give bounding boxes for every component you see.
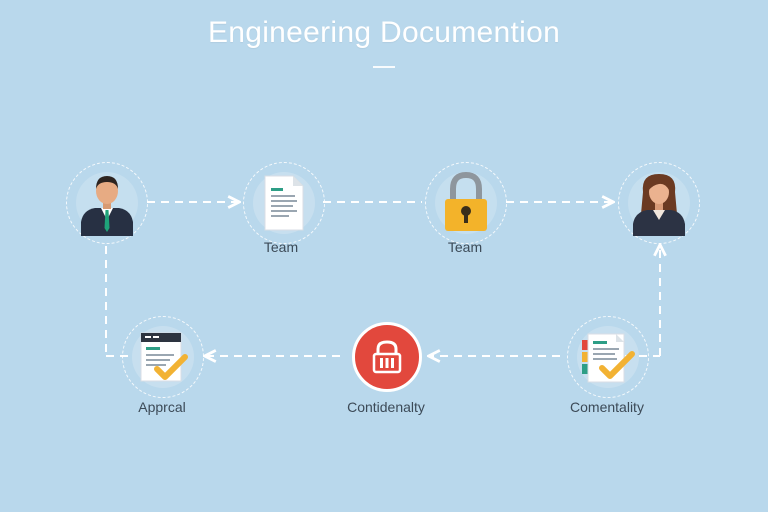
node-label-team-document: Team [263, 239, 299, 255]
node-commentality[interactable] [567, 316, 649, 398]
checklist-icon [582, 333, 635, 383]
padlock-icon [445, 171, 487, 231]
woman-avatar-icon [633, 174, 685, 236]
man-avatar-icon [81, 176, 133, 236]
node-team-lock[interactable] [425, 162, 507, 244]
red-lock-icon [372, 340, 402, 374]
node-team-document[interactable] [243, 162, 325, 244]
node-label-commentality: Comentality [570, 399, 644, 415]
node-engineer[interactable] [66, 162, 148, 244]
node-confidentiality[interactable] [346, 316, 428, 398]
node-label-approval: Apprcal [138, 399, 186, 415]
node-reviewer[interactable] [618, 162, 700, 244]
document-icon [264, 175, 304, 231]
diagram-title: Engineering Documention [207, 16, 561, 49]
node-label-team-lock: Team [447, 239, 483, 255]
node-approval[interactable] [122, 316, 204, 398]
title-underline [373, 66, 395, 68]
approval-checklist-icon [140, 332, 188, 382]
node-label-confidentiality: Contidenalty [347, 399, 425, 415]
